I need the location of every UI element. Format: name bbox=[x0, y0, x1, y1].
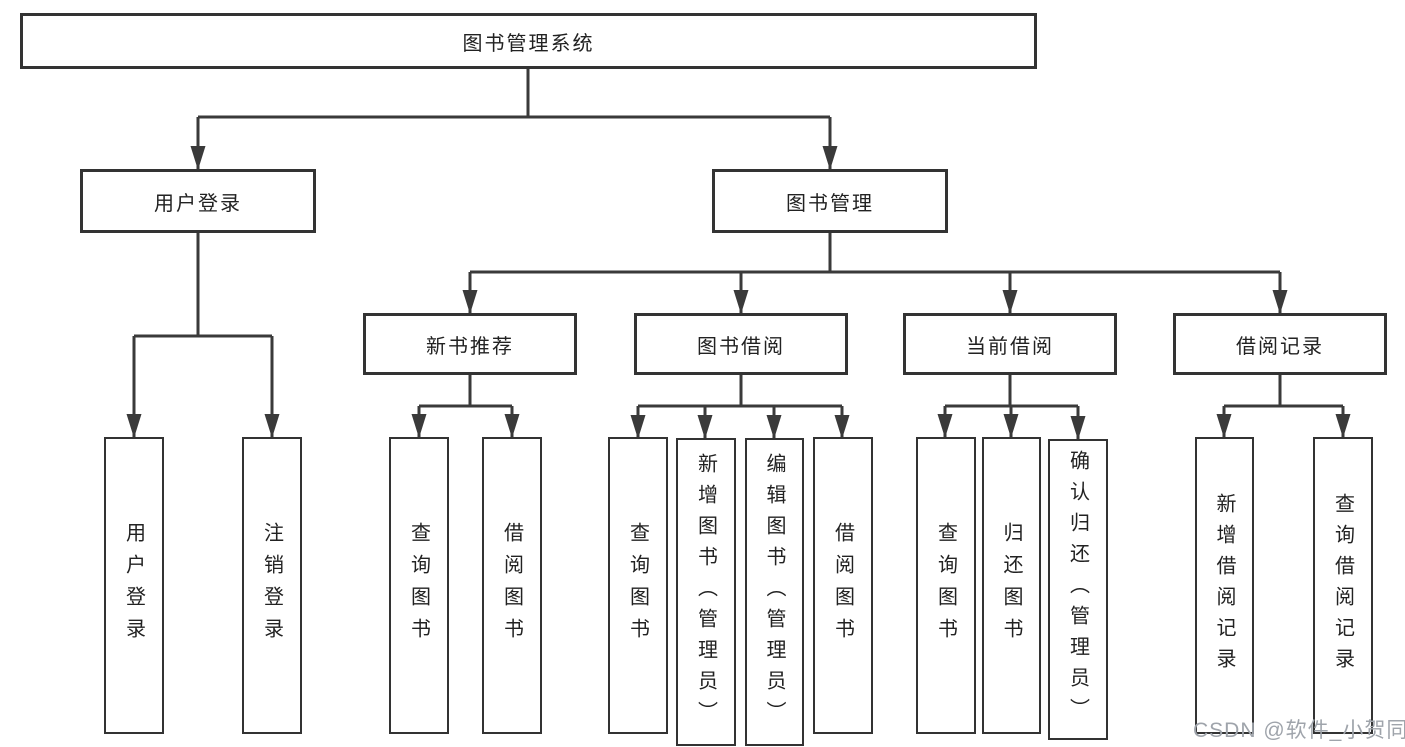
leaf-borrow-books: 借阅图书 bbox=[813, 437, 873, 734]
leaf-return-books-label: 归还图书 bbox=[1000, 521, 1022, 650]
node-root-system: 图书管理系统 bbox=[20, 13, 1037, 69]
leaf-logout-label: 注销登录 bbox=[260, 521, 283, 650]
node-borrow-records: 借阅记录 bbox=[1173, 313, 1387, 375]
leaf-confirm-return-admin: 确认归还（管理员） bbox=[1048, 439, 1108, 740]
leaf-user-login: 用户登录 bbox=[104, 437, 164, 734]
node-new-book-recommend: 新书推荐 bbox=[363, 313, 577, 375]
leaf-borrow-books-recommend: 借阅图书 bbox=[482, 437, 542, 734]
leaf-query-books-recommend-label: 查询图书 bbox=[407, 521, 430, 650]
leaf-query-books-recommend: 查询图书 bbox=[389, 437, 449, 734]
leaf-return-books: 归还图书 bbox=[982, 437, 1041, 734]
leaf-confirm-return-admin-label: 确认归还（管理员） bbox=[1066, 450, 1089, 729]
leaf-query-books-current: 查询图书 bbox=[916, 437, 976, 734]
node-book-borrow: 图书借阅 bbox=[634, 313, 848, 375]
leaf-add-books-admin-label: 新增图书（管理员） bbox=[694, 452, 717, 732]
leaf-borrow-books-recommend-label: 借阅图书 bbox=[500, 521, 523, 650]
leaf-add-borrow-record: 新增借阅记录 bbox=[1195, 437, 1254, 734]
leaf-edit-books-admin: 编辑图书（管理员） bbox=[745, 438, 804, 746]
node-user-login: 用户登录 bbox=[80, 169, 316, 233]
leaf-query-books-borrow-label: 查询图书 bbox=[626, 521, 649, 650]
node-current-borrow: 当前借阅 bbox=[903, 313, 1117, 375]
leaf-user-login-label: 用户登录 bbox=[122, 521, 145, 650]
leaf-add-borrow-record-label: 新增借阅记录 bbox=[1213, 492, 1235, 679]
leaf-query-borrow-record: 查询借阅记录 bbox=[1313, 437, 1373, 734]
leaf-borrow-books-label: 借阅图书 bbox=[831, 521, 854, 650]
leaf-add-books-admin: 新增图书（管理员） bbox=[676, 438, 736, 746]
csdn-watermark: CSDN @软件_小贺同学 bbox=[1193, 719, 1405, 742]
node-book-management: 图书管理 bbox=[712, 169, 948, 233]
leaf-logout: 注销登录 bbox=[242, 437, 302, 734]
leaf-query-books-borrow: 查询图书 bbox=[608, 437, 668, 734]
leaf-edit-books-admin-label: 编辑图书（管理员） bbox=[763, 452, 785, 732]
leaf-query-books-current-label: 查询图书 bbox=[934, 521, 957, 650]
leaf-query-borrow-record-label: 查询借阅记录 bbox=[1331, 492, 1354, 679]
